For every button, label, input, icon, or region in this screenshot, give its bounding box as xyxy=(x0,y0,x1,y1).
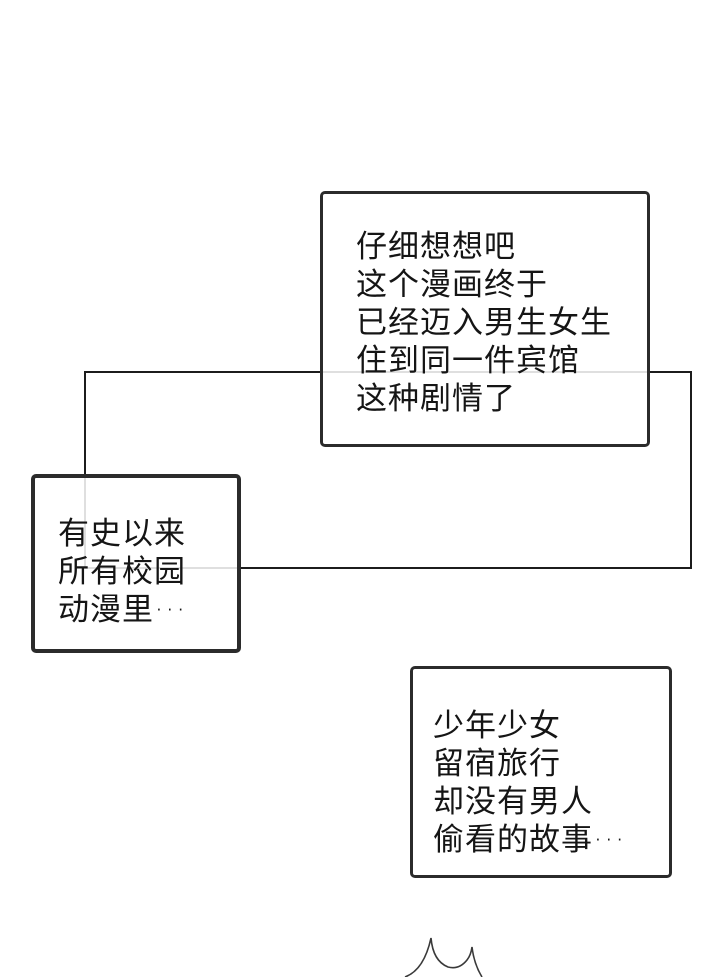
speech-text-line: 留宿旅行 xyxy=(433,746,561,782)
speech-text-line: 少年少女 xyxy=(433,708,561,744)
speech-text-line: 这个漫画终于 xyxy=(356,267,548,303)
speech-text-line: 却没有男人 xyxy=(433,784,593,820)
speech-text-line: 这种剧情了 xyxy=(356,381,516,417)
speech-bubble-top: 仔细想想吧 这个漫画终于 已经迈入男生女生 住到同一件宾馆 这种剧情了 xyxy=(320,191,650,447)
speech-text-line: 住到同一件宾馆 xyxy=(356,343,580,379)
scream-bubble-tip-icon xyxy=(404,937,483,977)
speech-bubble-bottom: 少年少女 留宿旅行 却没有男人 偷看的故事··· xyxy=(410,666,672,878)
speech-bubble-left: 有史以来 所有校园 动漫里··· xyxy=(31,474,241,653)
speech-text-line: 所有校园 xyxy=(58,554,186,590)
speech-text-line: 动漫里··· xyxy=(58,592,187,628)
speech-text-line: 仔细想想吧 xyxy=(356,229,516,265)
speech-text-line: 已经迈入男生女生 xyxy=(356,305,612,341)
speech-text-line: 偷看的故事··· xyxy=(433,822,626,858)
speech-text-line: 有史以来 xyxy=(58,516,186,552)
